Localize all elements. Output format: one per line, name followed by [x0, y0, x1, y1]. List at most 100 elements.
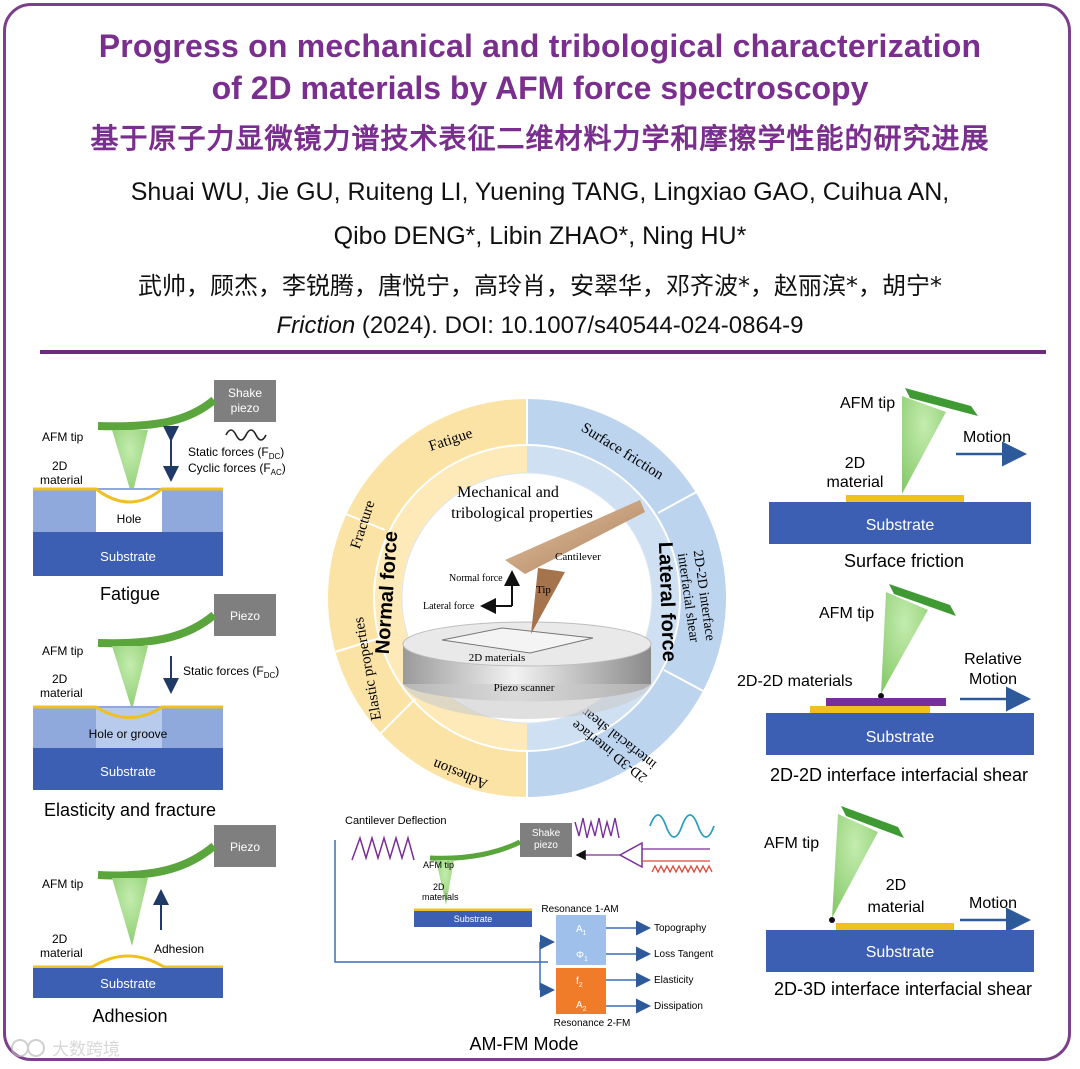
cantilever-3d [505, 500, 645, 574]
cyclic-force-label: Cyclic forces (FAC) [188, 461, 286, 477]
adhesion-caption: Adhesion [92, 1006, 167, 1026]
materials-label: 2D materials [469, 652, 526, 664]
adhesion-piezo-label: Piezo [230, 840, 260, 854]
deflection-wave [351, 835, 415, 861]
2d-material [836, 923, 954, 930]
motion-label: Motion [969, 895, 1017, 912]
2d-material-top [826, 698, 946, 706]
authors-line-2: Qibo DENG*, Libin ZHAO*, Ning HU* [333, 222, 747, 250]
divider-rule [40, 350, 1046, 354]
motion-label: Motion [963, 429, 1011, 446]
afm-tip-label: AFM tip [42, 430, 84, 444]
afm-tip-cone [112, 878, 148, 946]
cantilever-label: Cantilever [555, 551, 601, 563]
tip-label: Tip [536, 584, 551, 596]
amplifier-icon [618, 841, 643, 869]
substrate [766, 930, 1034, 972]
afm-tip-cone [832, 814, 878, 918]
a1-label: A1 [576, 924, 587, 937]
amfm-caption: AM-FM Mode [469, 1034, 578, 1054]
journal-name: Friction [276, 312, 356, 339]
cantilever [97, 396, 217, 431]
wave-icon [225, 429, 267, 441]
properties-wheel: Mechanical and tribological properties N… [326, 397, 728, 799]
shear2d3d-caption: 2D-3D interface interfacial shear [774, 979, 1032, 999]
static-force-label: Static forces (FDC) [188, 445, 284, 461]
watermark-logo-icon [11, 1039, 29, 1057]
fatigue-caption: Fatigue [100, 584, 160, 604]
lateral-force-label: Lateral force [654, 541, 680, 662]
friction-caption: Surface friction [844, 551, 964, 571]
citation: Friction (2024). DOI: 10.1007/s40544-024… [0, 312, 1080, 340]
2d-material [846, 495, 964, 502]
signal-line [334, 840, 548, 963]
phi1-label: Φ1 [576, 950, 588, 963]
substrate-label: Substrate [866, 944, 935, 961]
piezo-box [214, 594, 276, 636]
probe-holder [905, 388, 978, 416]
authors-chinese: 武帅，顾杰，李锐腾，唐悦宁，高玲肖，安翠华，邓齐波*，赵丽滨*，胡宁* [138, 272, 942, 300]
substrate [33, 748, 223, 790]
title-line-1: Progress on mechanical and tribological … [98, 28, 982, 64]
a2-label: A2 [576, 1000, 587, 1013]
center-title-1: Mechanical and [457, 484, 559, 501]
sine-wave-1 [649, 814, 715, 838]
static-force-label: Static forces (FDC) [183, 664, 279, 680]
afm-tip-cone [881, 592, 928, 694]
2d-material-sheet [33, 954, 223, 969]
substrate-label: Substrate [866, 729, 935, 746]
amfm-substrate-label: Substrate [454, 914, 493, 924]
substrate [766, 713, 1034, 755]
afm-tip-label: AFM tip [42, 877, 84, 891]
authors-line-1: Shuai WU, Jie GU, Ruiteng LI, Yuening TA… [130, 178, 950, 206]
elastic-piezo-label: Piezo [230, 609, 260, 623]
shake-piezo-box [520, 823, 572, 857]
dissipation-label: Dissipation [654, 1001, 703, 1012]
substrate [33, 532, 223, 576]
title-chinese: 基于原子力显微镜力谱技术表征二维材料力学和摩擦学性能的研究进展 [90, 122, 990, 155]
res2-label: Resonance 2-FM [554, 1018, 631, 1029]
groove [96, 708, 162, 748]
lateral-force-text: Lateral force [423, 601, 475, 612]
substrate-label: Substrate [100, 764, 156, 779]
afm-tip-label: AFM tip [764, 835, 819, 852]
afm-tip-label: AFM tip [819, 605, 874, 622]
cantilever [97, 611, 217, 648]
tip-3d [531, 568, 565, 634]
2d-material-bottom [810, 706, 930, 713]
substrate-label: Substrate [100, 976, 156, 991]
afm-tip-cone [112, 430, 148, 496]
topography-label: Topography [654, 923, 706, 934]
center-title-2: tribological properties [451, 505, 593, 522]
afm-tip-label: AFM tip [42, 644, 84, 658]
substrate-label: Substrate [100, 549, 156, 564]
2d-material-square [441, 627, 594, 654]
cantilever [429, 839, 522, 861]
scanner-label: Piezo scanner [494, 682, 555, 694]
shear2d2d-caption: 2D-2D interface interfacial shear [770, 765, 1028, 785]
sine-wave-2 [651, 864, 713, 874]
probe-holder [889, 584, 956, 616]
resonance-1-box [556, 915, 606, 965]
res1-label: Resonance 1-AM [541, 904, 618, 915]
amfm-tip-label: AFM tip [423, 860, 454, 870]
drive-signal [574, 817, 620, 839]
substrate [33, 968, 223, 998]
watermark: 大数跨境 [11, 1039, 120, 1060]
substrate [769, 502, 1031, 544]
substrate [414, 911, 532, 927]
